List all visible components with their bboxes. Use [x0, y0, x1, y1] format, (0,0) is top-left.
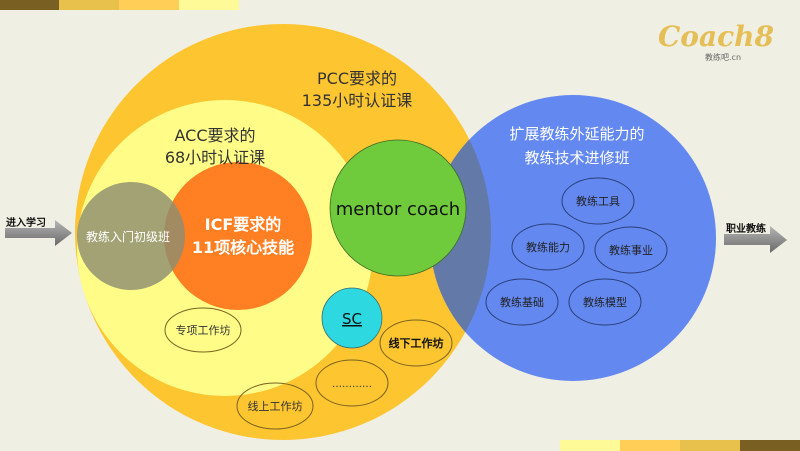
icf-label-line1: ICF要求的 — [205, 215, 282, 234]
more-workshop-label: ………… — [332, 379, 372, 390]
more-workshop-ellipse — [315, 359, 389, 407]
item-ellipse — [511, 223, 585, 271]
enter-label: 进入学习 — [6, 216, 46, 229]
online-workshop-ellipse — [236, 382, 314, 430]
icf-label-line2: 11项核心技能 — [192, 238, 294, 257]
pcc-label-line1: PCC要求的 — [317, 69, 397, 88]
mentor-coach-circle — [329, 139, 467, 277]
offline-workshop-ellipse — [379, 319, 453, 367]
item-ability: 教练能力 — [526, 240, 570, 254]
icf-circle — [164, 162, 312, 310]
special-workshop-label: 专项工作坊 — [176, 323, 231, 337]
online-workshop-label: 线上工作坊 — [248, 399, 303, 413]
blue-circle — [430, 95, 716, 381]
special-workshop-ellipse — [164, 307, 242, 353]
intro-label: 教练入门初级班 — [86, 229, 170, 244]
pcc-label-line2: 135小时认证课 — [302, 91, 413, 110]
item-ellipse — [561, 177, 635, 225]
enter-arrow-icon — [5, 220, 72, 246]
mentor-coach-label: mentor coach — [336, 199, 460, 220]
coach8-logo: Coach8 教练吧.cn — [658, 20, 774, 62]
sc-label: SC — [342, 310, 362, 328]
item-career: 教练事业 — [609, 243, 653, 257]
item-ellipse — [594, 226, 668, 274]
item-ellipse — [485, 278, 559, 326]
advanced-label-line2: 教练技术进修班 — [524, 149, 629, 167]
bottom-stripes — [560, 440, 800, 451]
advanced-label-line1: 扩展教练外延能力的 — [509, 125, 644, 143]
sc-circle — [321, 287, 383, 349]
item-models: 教练模型 — [583, 295, 627, 309]
career-label: 职业教练 — [726, 222, 766, 235]
logo-brand: Coach8 — [658, 20, 774, 53]
item-ellipse — [568, 278, 642, 326]
intro-circle — [77, 182, 185, 290]
career-arrow-icon — [724, 226, 787, 253]
acc-label-line1: ACC要求的 — [174, 126, 255, 145]
item-tools: 教练工具 — [576, 194, 620, 208]
item-basics: 教练基础 — [500, 295, 544, 309]
acc-label-line2: 68小时认证课 — [165, 148, 265, 167]
top-stripes — [0, 0, 239, 10]
logo-sub: 教练吧.cn — [705, 52, 741, 62]
offline-workshop-label: 线下工作坊 — [389, 336, 444, 350]
